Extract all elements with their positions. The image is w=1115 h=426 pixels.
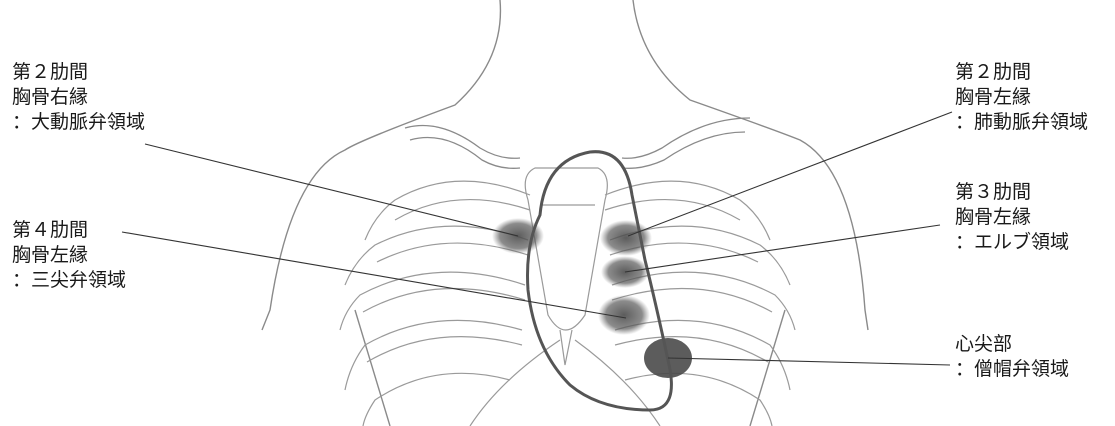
aortic-sternal-border: 胸骨右縁 (12, 85, 145, 110)
pulmonary-area-label: 第２肋間 胸骨左縁 ：肺動脈弁領域 (955, 60, 1088, 135)
tricuspid-sternal-border: 胸骨左縁 (12, 243, 126, 268)
tricuspid-intercostal: 第４肋間 (12, 218, 126, 243)
erb-sternal-border: 胸骨左縁 (955, 205, 1069, 230)
auscultation-spots (492, 218, 692, 378)
erb-leader-line (625, 225, 940, 272)
aortic-intercostal: 第２肋間 (12, 60, 145, 85)
costal-margins (470, 340, 660, 426)
erb-area-name: ：エルブ領域 (955, 230, 1069, 255)
pulmonary-sternal-border: 胸骨左縁 (955, 85, 1088, 110)
pulmonary-intercostal: 第２肋間 (955, 60, 1088, 85)
aortic-area-label: 第２肋間 胸骨右縁 ：大動脈弁領域 (12, 60, 145, 135)
heart-outline (528, 152, 672, 410)
clavicles (405, 118, 750, 168)
aortic-area-name: ：大動脈弁領域 (12, 110, 145, 135)
ribs-right (340, 181, 530, 426)
mitral-apex: 心尖部 (955, 332, 1069, 357)
pulmonary-area-name: ：肺動脈弁領域 (955, 110, 1088, 135)
mitral-area-label: 心尖部 ：僧帽弁領域 (955, 332, 1069, 382)
tricuspid-area-label: 第４肋間 胸骨左縁 ：三尖弁領域 (12, 218, 126, 293)
mitral-area-name: ：僧帽弁領域 (955, 357, 1069, 382)
tricuspid-area-name: ：三尖弁領域 (12, 268, 126, 293)
erb-intercostal: 第３肋間 (955, 180, 1069, 205)
erb-area-label: 第３肋間 胸骨左縁 ：エルブ領域 (955, 180, 1069, 255)
pulmonary-leader-line (628, 112, 952, 236)
mitral-leader-line (668, 358, 950, 365)
tricuspid-leader-line (122, 232, 626, 318)
